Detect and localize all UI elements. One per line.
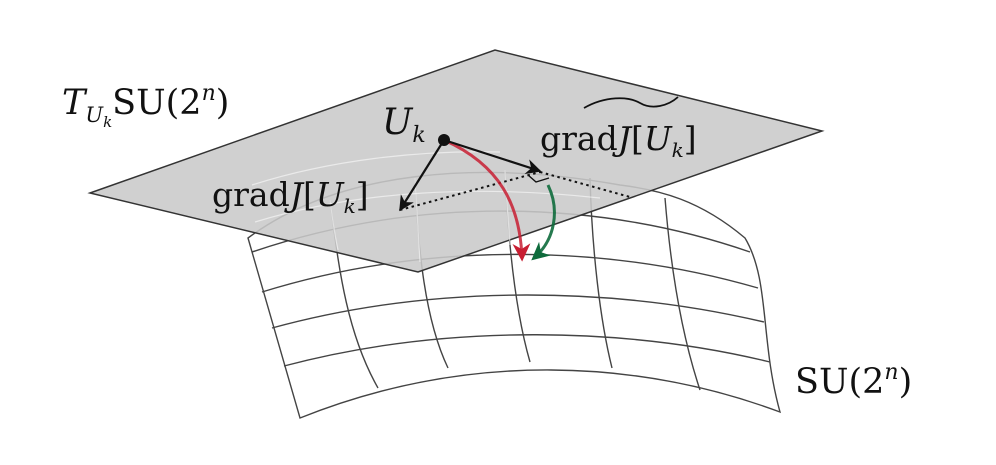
red-retraction-arrow (443, 138, 531, 262)
manifold-grid-line (261, 253, 759, 293)
manifold-grid-line (664, 197, 701, 391)
manifold-label: SU(2n) (795, 360, 912, 402)
tilde-accent (583, 96, 679, 109)
point-uk-dot (438, 134, 450, 146)
riemannian-gradient-arrow (443, 138, 542, 175)
manifold-grid-line (283, 334, 771, 367)
euclidean-gradient-arrow (399, 139, 445, 212)
tangent-space-label: TUkSU(2n) (62, 81, 229, 131)
green-retraction-arrow (531, 184, 556, 261)
projection-line-lower (399, 171, 541, 211)
riemannian-gradient-label: gradJ[Uk] (540, 119, 697, 162)
right-angle-marker (527, 174, 550, 183)
euclidean-gradient-label: gradJ[Uk] (212, 175, 369, 218)
manifold-grid-line (271, 294, 765, 329)
projection-lines (399, 171, 631, 211)
point-uk-label: Uk (382, 102, 426, 148)
